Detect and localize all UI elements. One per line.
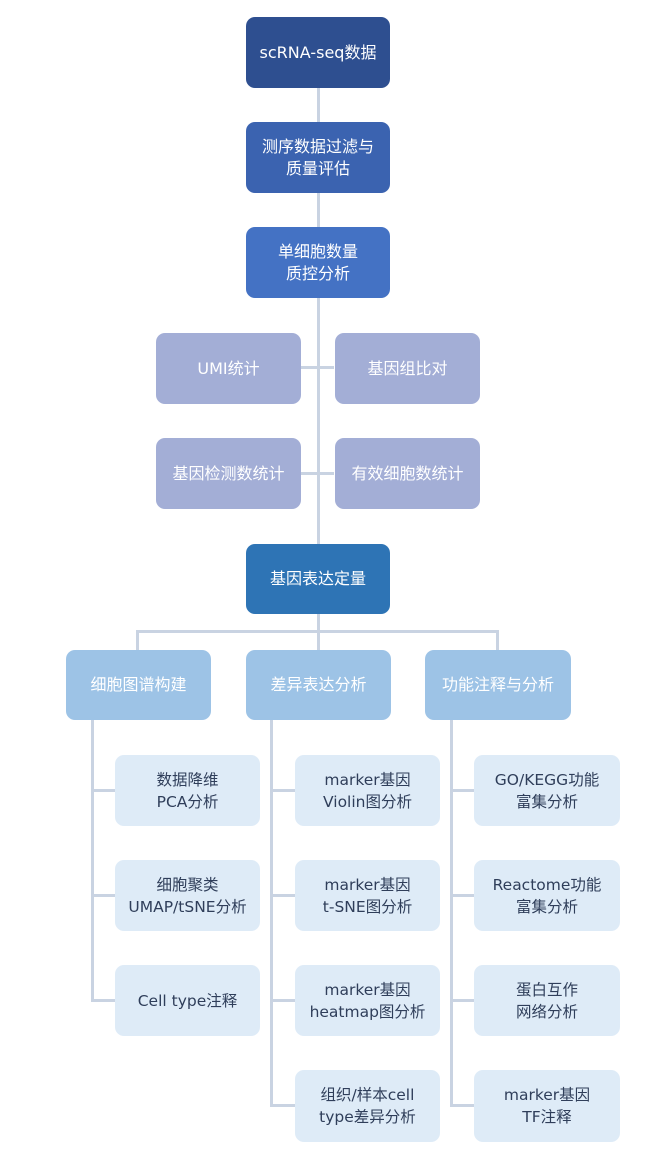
connector-branch-2-spine <box>270 720 273 1107</box>
node-label: 蛋白互作 网络分析 <box>515 980 578 1021</box>
node-label: 测序数据过滤与 质量评估 <box>261 136 374 178</box>
leaf-marker-heatmap: marker基因 heatmap图分析 <box>295 965 440 1036</box>
node-genome-alignment: 基因组比对 <box>335 333 480 404</box>
node-label: 细胞聚类 UMAP/tSNE分析 <box>128 875 247 916</box>
connector-qc-left <box>300 366 334 369</box>
leaf-cell-clustering: 细胞聚类 UMAP/tSNE分析 <box>115 860 260 931</box>
connector-branch-2-tick <box>270 789 295 792</box>
node-label: scRNA-seq数据 <box>259 42 377 62</box>
connector-branch-3-tick <box>450 789 474 792</box>
node-label: 基因组比对 <box>367 358 448 378</box>
node-sequence-filter-quality: 测序数据过滤与 质量评估 <box>246 122 390 193</box>
leaf-marker-violin: marker基因 Violin图分析 <box>295 755 440 826</box>
node-differential-expression: 差异表达分析 <box>246 650 391 720</box>
connector-branch-3-drop <box>496 630 499 650</box>
leaf-dimension-reduction: 数据降维 PCA分析 <box>115 755 260 826</box>
connector-expression-down <box>317 614 320 632</box>
connector-branch-1-tick <box>91 789 115 792</box>
node-label: 单细胞数量 质控分析 <box>277 241 358 283</box>
node-gene-expression-quant: 基因表达定量 <box>246 544 390 614</box>
connector-branch-3-tick <box>450 894 474 897</box>
node-functional-annotation: 功能注释与分析 <box>425 650 571 720</box>
leaf-marker-tf-annotation: marker基因 TF注释 <box>474 1070 620 1142</box>
node-label: 差异表达分析 <box>270 675 367 694</box>
connector-branch-2-tick <box>270 999 295 1002</box>
connector-branch-2-drop <box>317 630 320 650</box>
connector-branch-3-tick <box>450 999 474 1002</box>
leaf-go-kegg-enrichment: GO/KEGG功能 富集分析 <box>474 755 620 826</box>
node-label: 有效细胞数统计 <box>351 463 464 483</box>
leaf-ppi-network: 蛋白互作 网络分析 <box>474 965 620 1036</box>
connector-branch-1-tick <box>91 999 115 1002</box>
connector-branch-3-spine <box>450 720 453 1107</box>
node-label: UMI统计 <box>197 358 260 378</box>
leaf-cell-type-annotation: Cell type注释 <box>115 965 260 1036</box>
node-label: marker基因 TF注释 <box>503 1086 591 1126</box>
node-cell-atlas: 细胞图谱构建 <box>66 650 211 720</box>
connector-branch-1-tick <box>91 894 115 897</box>
connector-branch-2-tick <box>270 1104 295 1107</box>
leaf-reactome-enrichment: Reactome功能 富集分析 <box>474 860 620 931</box>
leaf-marker-tsne: marker基因 t-SNE图分析 <box>295 860 440 931</box>
node-label: 数据降维 PCA分析 <box>156 770 219 811</box>
node-scrna-seq-data: scRNA-seq数据 <box>246 17 390 88</box>
node-label: Reactome功能 富集分析 <box>492 875 602 916</box>
leaf-sample-celltype-diff: 组织/样本cell type差异分析 <box>295 1070 440 1142</box>
node-valid-cell-stats: 有效细胞数统计 <box>335 438 480 509</box>
connector-main-spine <box>317 88 320 548</box>
connector-branch-1-drop <box>136 630 139 650</box>
connector-branch-1-spine <box>91 720 94 1002</box>
node-label: marker基因 heatmap图分析 <box>309 980 426 1021</box>
node-cell-count-qc: 单细胞数量 质控分析 <box>246 227 390 298</box>
connector-qc-left-2 <box>300 472 334 475</box>
node-gene-detection-stats: 基因检测数统计 <box>156 438 301 509</box>
node-label: 基因表达定量 <box>269 569 366 588</box>
node-label: 细胞图谱构建 <box>90 675 187 694</box>
node-label: 组织/样本cell type差异分析 <box>319 1086 416 1126</box>
node-label: 功能注释与分析 <box>441 675 554 694</box>
node-label: GO/KEGG功能 富集分析 <box>494 770 600 811</box>
connector-branch-2-tick <box>270 894 295 897</box>
node-label: 基因检测数统计 <box>172 463 285 483</box>
node-label: marker基因 t-SNE图分析 <box>322 875 413 916</box>
node-umi-stats: UMI统计 <box>156 333 301 404</box>
node-label: Cell type注释 <box>137 991 238 1010</box>
connector-branch-3-tick <box>450 1104 474 1107</box>
node-label: marker基因 Violin图分析 <box>323 770 412 811</box>
